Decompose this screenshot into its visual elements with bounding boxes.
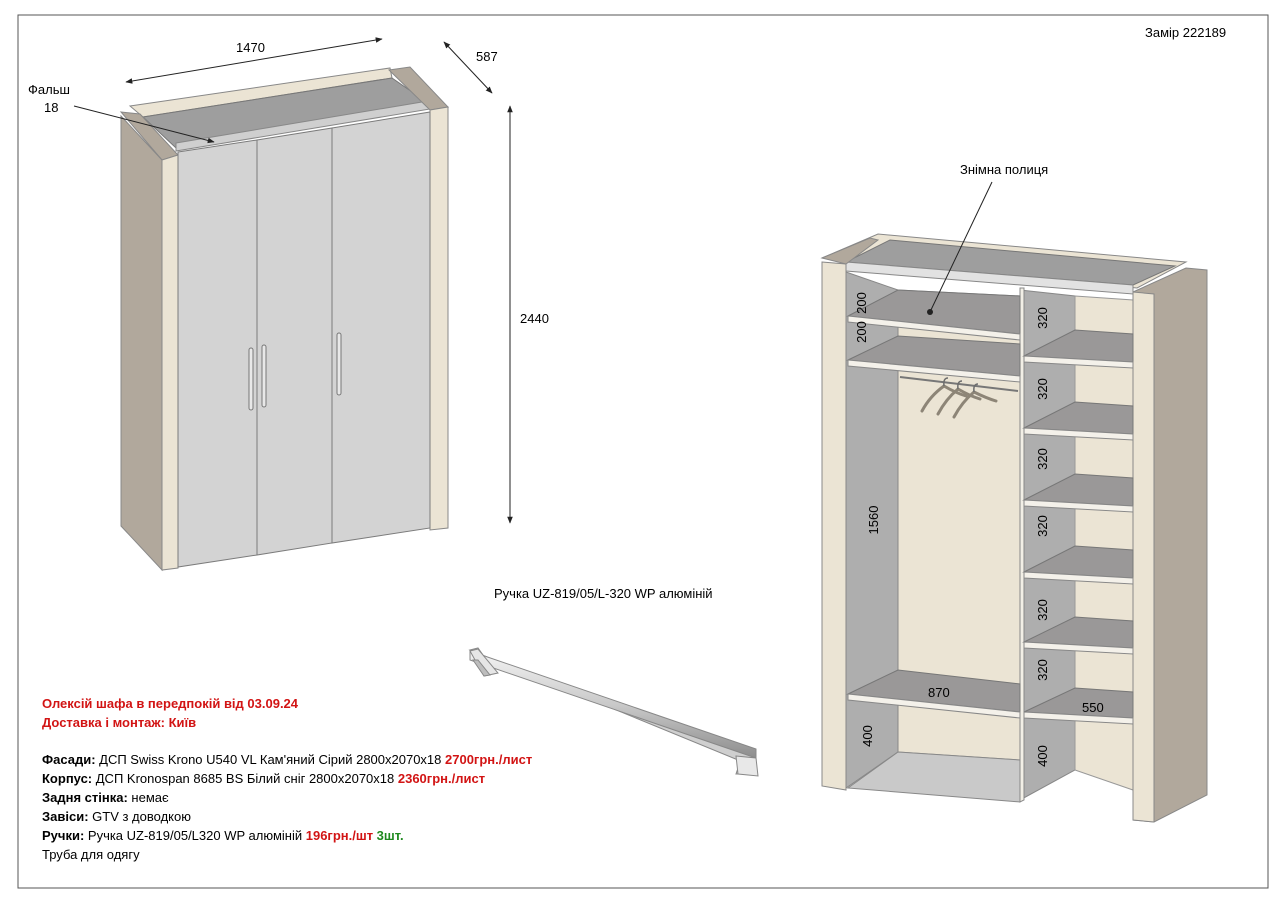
- dim-right-depth: 550: [1082, 700, 1104, 715]
- door-middle: [256, 127, 333, 556]
- spec-label: Фасади:: [42, 752, 96, 767]
- dim-right-6: 320: [1035, 659, 1050, 681]
- delivery-line: Доставка і монтаж: Київ: [42, 715, 197, 730]
- measurement-id: Замір 222189: [1145, 25, 1226, 40]
- door-handle: [248, 347, 254, 411]
- spec-text: ДСП Kronospan 8685 BS Білий сніг 2800x20…: [92, 771, 398, 786]
- spec-row-facades: Фасади: ДСП Swiss Krono U540 VL Кам'яний…: [42, 750, 532, 769]
- dim-left-bottom: 400: [860, 725, 875, 747]
- spec-text: Ручка UZ-819/05/L320 WP алюміній: [84, 828, 306, 843]
- spec-price: 2700грн./лист: [445, 752, 533, 767]
- spec-label: Корпус:: [42, 771, 93, 786]
- door-left: [177, 139, 258, 568]
- depth-dimension-line: [443, 41, 493, 94]
- spec-text: GTV з доводкою: [88, 809, 191, 824]
- spec-row-body: Корпус: ДСП Kronospan 8685 BS Білий сніг…: [42, 769, 532, 788]
- dim-right-bottom: 400: [1035, 745, 1050, 767]
- height-dimension-value: 2440: [520, 311, 549, 326]
- door-right: [331, 111, 431, 544]
- depth-dimension-value: 587: [476, 49, 498, 64]
- spec-label: Ручки:: [42, 828, 85, 843]
- rebate-leader: [73, 105, 215, 144]
- width-dimension-line: [125, 37, 383, 84]
- dim-right-4: 320: [1035, 515, 1050, 537]
- order-notes: Олексій шафа в передпокій від 03.09.24 Д…: [42, 694, 532, 864]
- order-title: Олексій шафа в передпокій від 03.09.24: [42, 696, 299, 711]
- spec-row-hinges: Завіси: GTV з доводкою: [42, 807, 532, 826]
- dim-left-top-1: 200: [854, 292, 869, 314]
- door-handle: [336, 332, 342, 396]
- spec-price: 196грн./шт: [305, 828, 374, 843]
- rebate-label: Фальш: [28, 82, 70, 97]
- handle-caption: Ручка UZ-819/05/L-320 WP алюміній: [494, 586, 713, 601]
- removable-shelf-leader: [929, 181, 993, 313]
- handle-drawing: [468, 647, 759, 777]
- dim-right-2: 320: [1035, 378, 1050, 400]
- dim-right-5: 320: [1035, 599, 1050, 621]
- width-dimension-value: 1470: [236, 40, 265, 55]
- spec-row-handles: Ручки: Ручка UZ-819/05/L320 WP алюміній …: [42, 826, 532, 845]
- spec-quantity: 3шт.: [373, 828, 404, 843]
- interior-wardrobe: [820, 233, 1208, 823]
- spec-row-back-wall: Задня стінка: немає: [42, 788, 532, 807]
- dim-left-hanging: 1560: [866, 506, 881, 535]
- spec-label: Задня стінка:: [42, 790, 128, 805]
- dim-left-top-2: 200: [854, 321, 869, 343]
- door-handle: [261, 344, 267, 408]
- spec-price: 2360грн./лист: [397, 771, 486, 786]
- rebate-value: 18: [44, 100, 58, 115]
- dim-right-1: 320: [1035, 307, 1050, 329]
- spec-text: немає: [127, 790, 169, 805]
- removable-shelf-label: Знімна полиця: [960, 162, 1048, 177]
- front-wardrobe: [119, 66, 450, 572]
- removable-shelf-dot: [927, 309, 933, 315]
- dim-right-3: 320: [1035, 448, 1050, 470]
- spec-label: Завіси:: [42, 809, 89, 824]
- sheet-border: [17, 14, 1269, 889]
- spec-text: Труба для одягу: [42, 847, 140, 862]
- dim-inner-width: 870: [928, 685, 950, 700]
- spec-text: ДСП Swiss Krono U540 VL Кам'яний Сірий 2…: [95, 752, 446, 767]
- spec-row-rail: Труба для одягу: [42, 845, 532, 864]
